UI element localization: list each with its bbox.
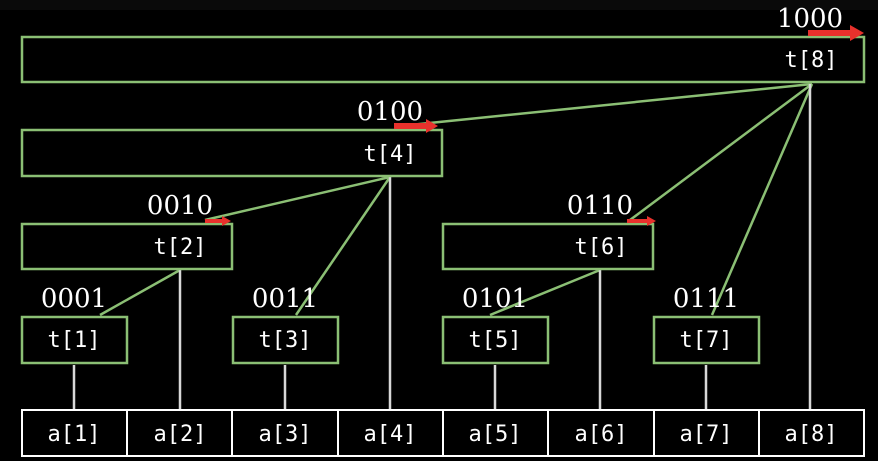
array-cell-label: a[7]: [680, 422, 733, 447]
node-box-t2: [20, 222, 234, 271]
array-cell-label: a[5]: [469, 422, 522, 447]
node-box-t7: [652, 315, 761, 365]
tree-node-labels: t[8] t[4] t[2] t[6] t[1] t[3] t[5] t[7]: [48, 48, 838, 353]
link-t5-t6: [489, 268, 601, 317]
node-label-t4: t[4]: [364, 142, 417, 167]
array-cell-label: a[2]: [154, 422, 207, 447]
lowbit-arrows: [205, 25, 864, 226]
node-label-t6: t[6]: [575, 235, 628, 260]
link-t4-t8: [409, 82, 813, 127]
node-box-t5: [441, 315, 550, 365]
binary-label-t1: 0001: [41, 284, 107, 314]
binary-label-t5: 0101: [462, 284, 528, 314]
array-cell-label: a[1]: [48, 422, 101, 447]
node-box-t6: [441, 222, 655, 271]
array-drops: [72, 84, 812, 410]
array-cell-label: a[6]: [575, 422, 628, 447]
arrow-right-icon: [627, 216, 656, 226]
link-t2-t4: [204, 175, 391, 222]
arrow-right-icon: [394, 119, 438, 133]
array-row: a[1] a[2] a[3] a[4] a[5] a[6] a[7] a[8]: [21, 409, 865, 457]
binary-label-t8: 1000: [777, 4, 843, 34]
node-box-t1: [20, 315, 129, 365]
node-label-t3: t[3]: [259, 328, 312, 353]
binary-label-t2: 0010: [147, 191, 213, 221]
array-cell-label: a[4]: [364, 422, 417, 447]
arrow-right-icon: [808, 25, 864, 41]
array-cell-label: a[8]: [785, 422, 838, 447]
node-label-t1: t[1]: [48, 328, 101, 353]
node-box-t3: [231, 315, 340, 365]
link-t3-t4: [294, 176, 392, 316]
tree-node-boxes: [20, 35, 866, 365]
array-cell-box: [758, 409, 865, 457]
binary-label-t6: 0110: [567, 191, 633, 221]
node-box-t8: [20, 35, 866, 84]
array-cell-label: a[3]: [259, 422, 312, 447]
binary-label-t7: 0111: [673, 284, 739, 314]
link-t1-t2: [99, 268, 181, 317]
binary-labels: 1000 0100 0010 0110 0001 0011 0101 0111: [41, 4, 843, 314]
node-label-t2: t[2]: [154, 235, 207, 260]
node-label-t7: t[7]: [680, 328, 733, 353]
binary-label-t4: 0100: [357, 97, 423, 127]
link-t6-t8: [629, 82, 813, 222]
node-label-t5: t[5]: [469, 328, 522, 353]
cropped-caption-band: [0, 0, 878, 10]
node-box-t4: [20, 128, 444, 178]
tree-links: [99, 82, 814, 317]
binary-label-t3: 0011: [252, 284, 318, 314]
node-label-t8: t[8]: [785, 48, 838, 73]
arrow-right-icon: [205, 216, 231, 226]
link-t7-t8: [710, 83, 814, 316]
